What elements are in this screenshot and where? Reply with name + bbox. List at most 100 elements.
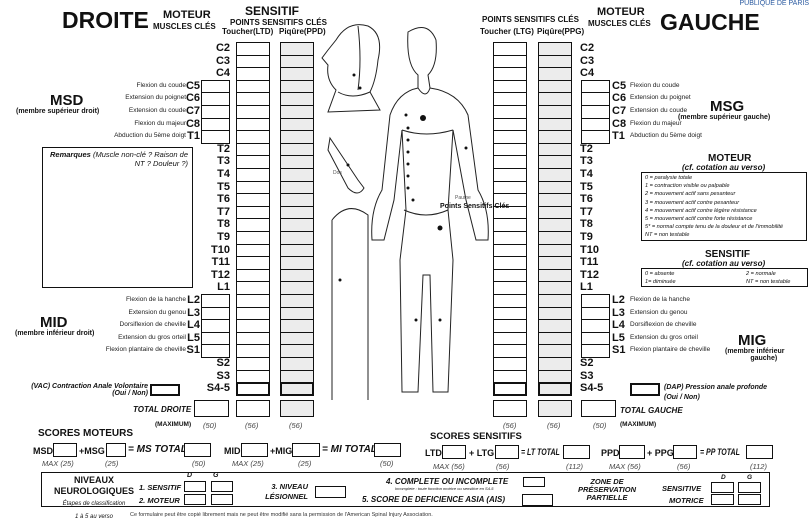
ppg-input[interactable] <box>538 155 572 169</box>
zpp-motrice-d-input[interactable] <box>711 494 734 505</box>
ltg-input[interactable] <box>493 218 527 232</box>
ppg-input[interactable] <box>538 117 572 132</box>
motor-right-input[interactable] <box>201 105 230 119</box>
ppg-input[interactable] <box>538 243 572 258</box>
ltd-input[interactable] <box>236 369 270 384</box>
ltg-input[interactable] <box>493 117 527 132</box>
zpp-sensitive-g-input[interactable] <box>738 482 761 493</box>
ltg-input[interactable] <box>493 130 527 144</box>
ppg-input[interactable] <box>538 193 572 207</box>
ppg-input[interactable] <box>538 92 572 106</box>
ppg-input[interactable] <box>538 306 572 321</box>
motor-right-input[interactable] <box>201 117 230 132</box>
ltd-input[interactable] <box>236 256 270 270</box>
ppd-input[interactable] <box>280 117 314 132</box>
lt-total-input[interactable] <box>563 445 590 459</box>
ltg-input[interactable] <box>493 42 527 56</box>
ltg-input[interactable] <box>493 67 527 81</box>
ppd-input[interactable] <box>280 369 314 384</box>
ppd-input[interactable] <box>280 256 314 270</box>
ltg-input[interactable] <box>493 105 527 119</box>
ppd-input[interactable] <box>280 344 314 358</box>
motor-left-input[interactable] <box>581 79 610 94</box>
ppg-input[interactable] <box>538 67 572 81</box>
moteur-g-input[interactable] <box>211 494 233 505</box>
ppd-input[interactable] <box>280 130 314 144</box>
total-gauche-motor[interactable] <box>581 400 616 417</box>
ppd-input[interactable] <box>280 193 314 207</box>
motor-left-input[interactable] <box>581 105 610 119</box>
ltg-input[interactable] <box>493 268 527 283</box>
ltd-input[interactable] <box>236 281 270 295</box>
ltg-input[interactable] <box>493 331 527 346</box>
sensitif-d-input[interactable] <box>184 481 206 492</box>
ais-input[interactable] <box>522 494 553 506</box>
ppd-input[interactable] <box>280 243 314 258</box>
ltg-score-input[interactable] <box>495 445 519 459</box>
ppg-input[interactable] <box>538 105 572 119</box>
ppg-input[interactable] <box>538 142 572 157</box>
ppd-input[interactable] <box>280 281 314 295</box>
dap-input[interactable] <box>630 383 660 396</box>
ltg-input[interactable] <box>493 306 527 321</box>
ltg-input[interactable] <box>493 382 527 396</box>
ppg-input[interactable] <box>538 268 572 283</box>
ppd-input[interactable] <box>280 382 314 396</box>
ltd-score-input[interactable] <box>442 445 466 459</box>
ltd-input[interactable] <box>236 92 270 106</box>
motor-right-input[interactable] <box>201 294 230 308</box>
ppg-input[interactable] <box>538 218 572 232</box>
vac-input[interactable] <box>150 384 180 396</box>
pp-total-input[interactable] <box>746 445 773 459</box>
ppg-input[interactable] <box>538 130 572 144</box>
ppd-input[interactable] <box>280 294 314 308</box>
ltd-input[interactable] <box>236 205 270 220</box>
ltd-input[interactable] <box>236 54 270 69</box>
ppg-input[interactable] <box>538 294 572 308</box>
ppd-input[interactable] <box>280 331 314 346</box>
ppd-input[interactable] <box>280 142 314 157</box>
motor-left-input[interactable] <box>581 306 610 321</box>
mig-score-input[interactable] <box>292 443 320 457</box>
motor-right-input[interactable] <box>201 79 230 94</box>
motor-left-input[interactable] <box>581 344 610 358</box>
ppg-input[interactable] <box>538 382 572 396</box>
ltd-input[interactable] <box>236 344 270 358</box>
motor-right-input[interactable] <box>201 130 230 144</box>
ppg-input[interactable] <box>538 180 572 195</box>
moteur-d-input[interactable] <box>184 494 206 505</box>
zpp-sensitive-d-input[interactable] <box>711 482 734 493</box>
ppd-input[interactable] <box>280 67 314 81</box>
ppd-input[interactable] <box>280 357 314 371</box>
ppd-input[interactable] <box>280 180 314 195</box>
msg-score-input[interactable] <box>106 443 126 457</box>
sensitif-g-input[interactable] <box>211 481 233 492</box>
ltg-input[interactable] <box>493 231 527 245</box>
ppg-score-input[interactable] <box>673 445 697 459</box>
motor-left-input[interactable] <box>581 319 610 333</box>
ppd-input[interactable] <box>280 205 314 220</box>
ppd-input[interactable] <box>280 42 314 56</box>
ltd-input[interactable] <box>236 357 270 371</box>
total-droite-ltd[interactable] <box>236 400 270 417</box>
ltd-input[interactable] <box>236 268 270 283</box>
ltd-input[interactable] <box>236 306 270 321</box>
ltg-input[interactable] <box>493 256 527 270</box>
ltd-input[interactable] <box>236 218 270 232</box>
zpp-motrice-g-input[interactable] <box>738 494 761 505</box>
ltd-input[interactable] <box>236 155 270 169</box>
ppd-input[interactable] <box>280 155 314 169</box>
ltg-input[interactable] <box>493 79 527 94</box>
motor-right-input[interactable] <box>201 331 230 346</box>
total-gauche-ltg[interactable] <box>493 400 527 417</box>
ltd-input[interactable] <box>236 243 270 258</box>
motor-left-input[interactable] <box>581 117 610 132</box>
ppg-input[interactable] <box>538 256 572 270</box>
ppd-input[interactable] <box>280 92 314 106</box>
ms-total-input[interactable] <box>184 443 211 457</box>
ppg-input[interactable] <box>538 168 572 182</box>
ltg-input[interactable] <box>493 243 527 258</box>
ppg-input[interactable] <box>538 331 572 346</box>
ppg-input[interactable] <box>538 79 572 94</box>
ltd-input[interactable] <box>236 180 270 195</box>
